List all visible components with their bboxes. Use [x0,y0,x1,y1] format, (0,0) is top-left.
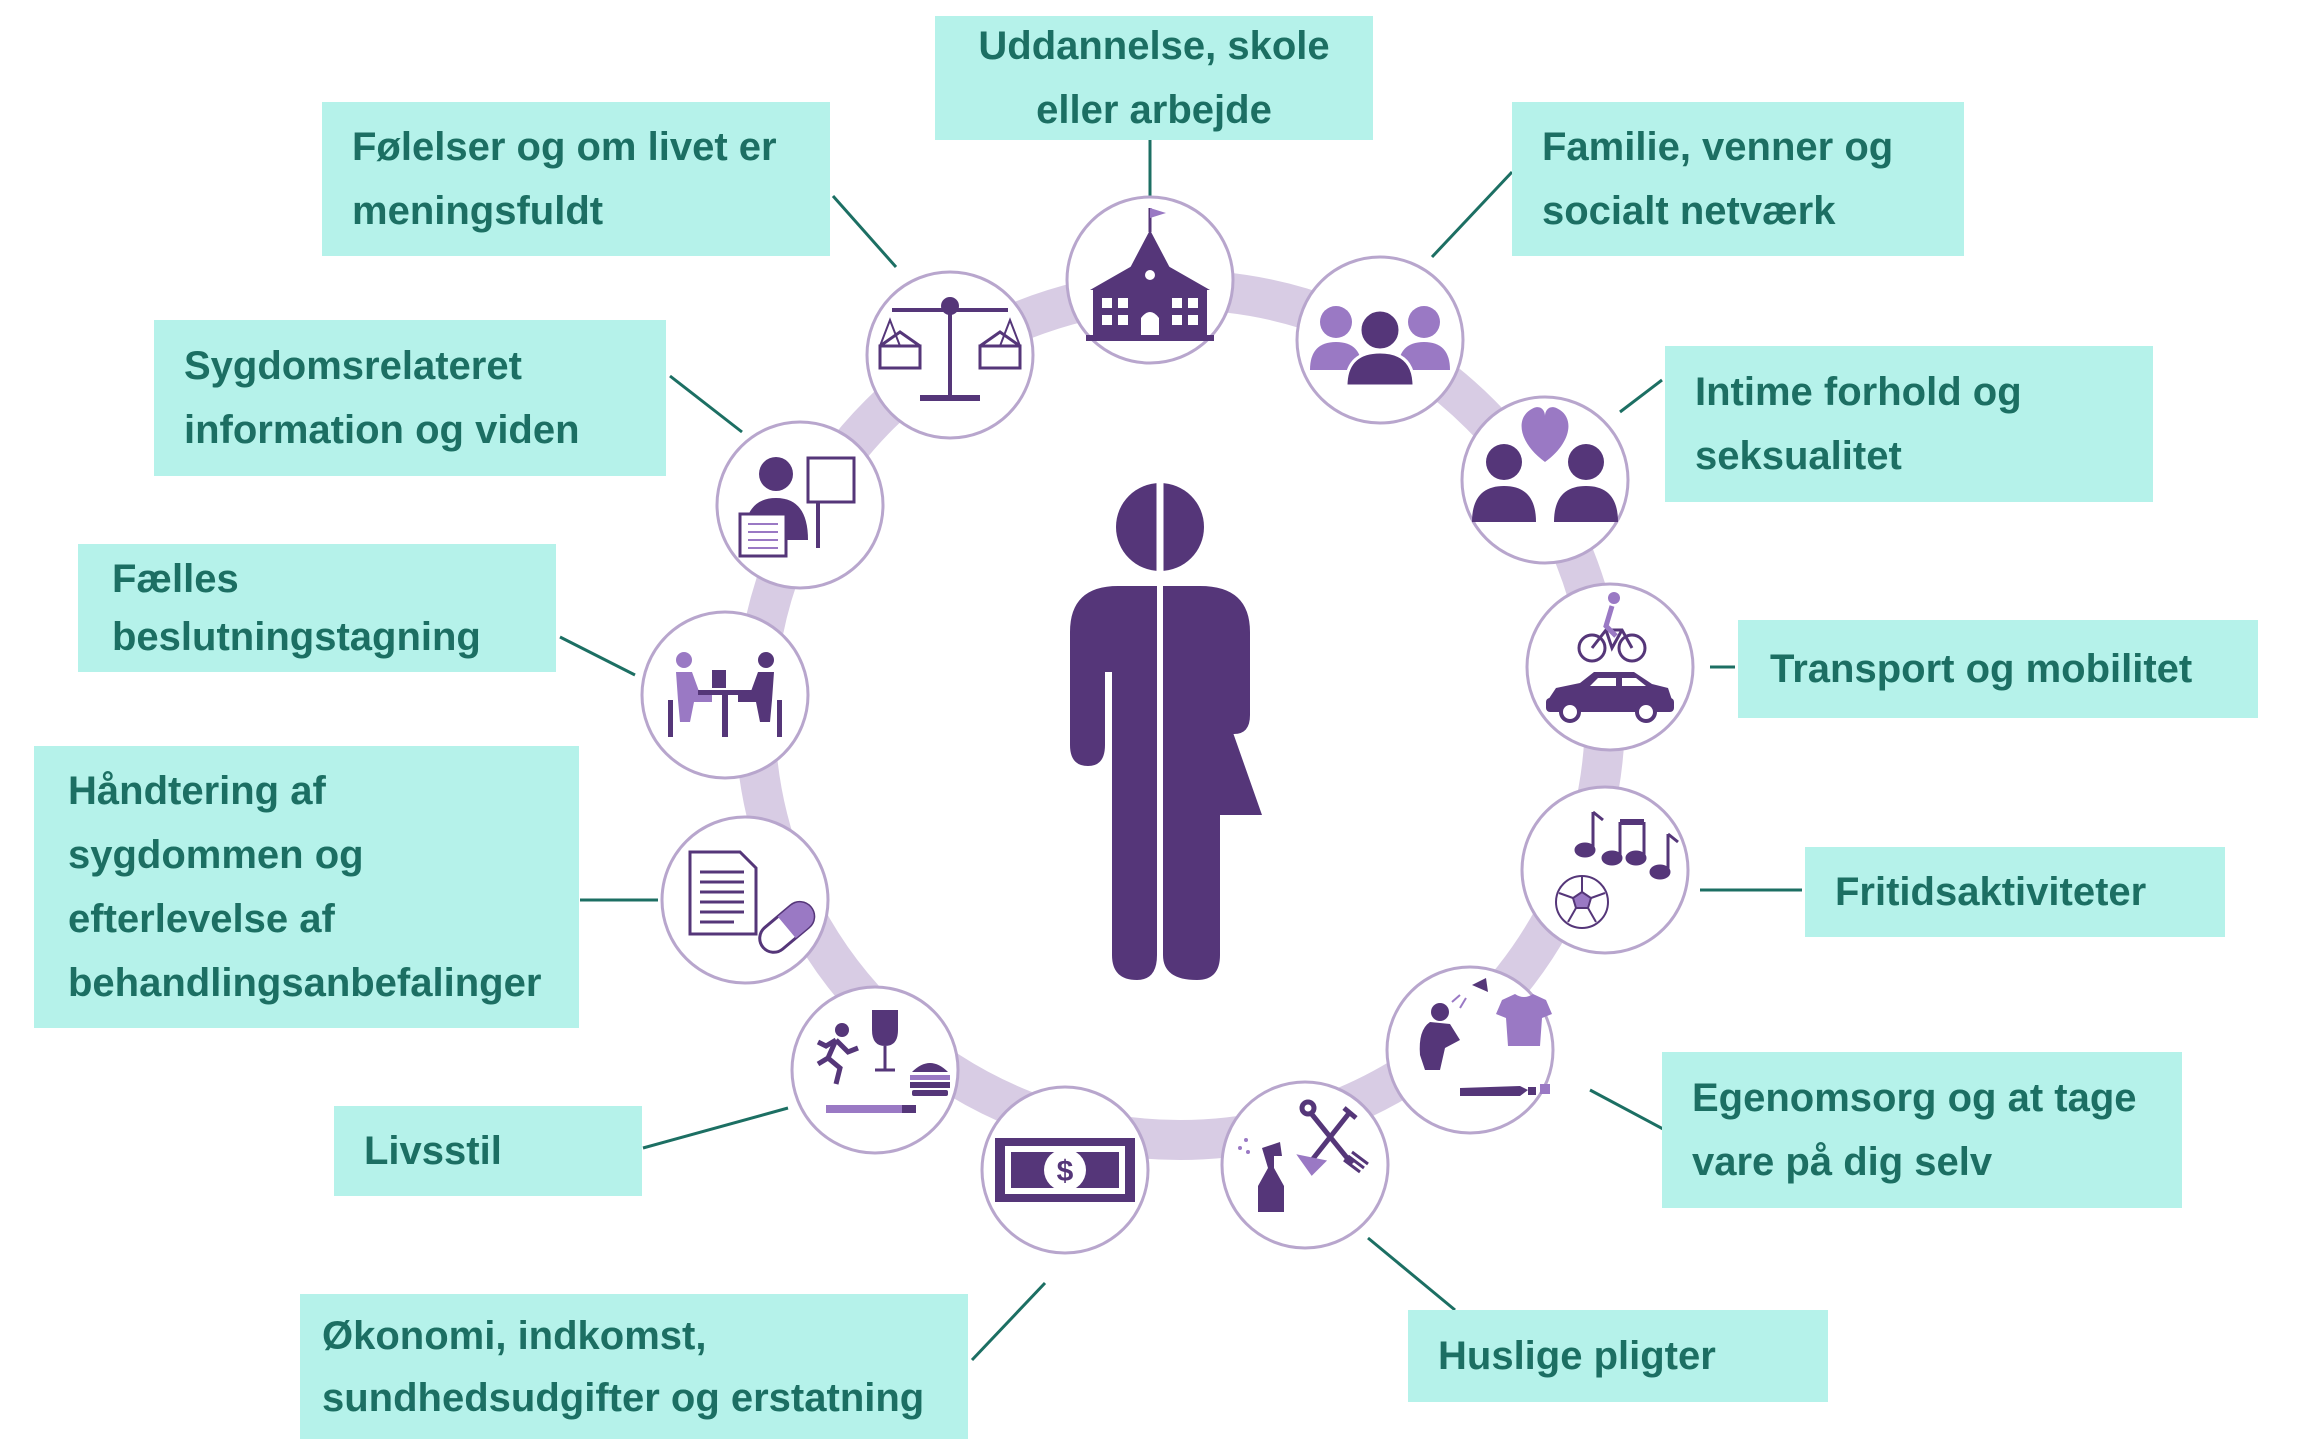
music-notes-icon [1574,810,1679,880]
wine-glass-icon [872,1010,898,1072]
node-faelles [640,610,810,780]
couple-with-heart-icon [1472,407,1618,522]
label-line: sygdommen og [68,833,364,877]
dollar-bill-icon: $ [995,1138,1135,1202]
group-of-people-icon [1310,306,1450,388]
node-uddannelse [1065,195,1235,365]
document-icon [688,850,758,936]
label-uddannelse: Uddannelse, skole eller arbejde [935,16,1373,140]
half-male-half-female-person-icon [1070,478,1262,980]
label-line: Familie, venner og [1542,125,1894,169]
node-transport [1525,582,1695,752]
meeting-at-table-icon [668,652,782,737]
label-familie: Familie, venner og socialt netværk [1512,102,1964,256]
pill-capsule-icon [758,900,816,954]
label-line: vare på dig selv [1692,1140,1993,1184]
balance-scale-icon [878,297,1022,401]
label-line: socialt netværk [1542,189,1836,233]
connector-livsstil [642,1106,789,1150]
label-line: Følelser og om livet er [352,125,777,169]
node-egenomsorg [1385,965,1555,1135]
label-huslige: Huslige pligter [1408,1310,1828,1402]
node-okonomi: $ [980,1085,1150,1255]
node-fritid [1520,785,1690,955]
toothpaste-icon [1460,1084,1550,1096]
label-line: eller arbejde [1036,88,1272,132]
school-building-icon [1086,208,1214,341]
node-intime [1460,395,1630,565]
svg-text:$: $ [1057,1155,1074,1188]
connector-familie [1430,170,1514,259]
label-line: Uddannelse, skole [978,24,1330,68]
soccer-ball-icon [1555,875,1609,929]
label-line: Transport og mobilitet [1770,647,2193,691]
label-livsstil: Livsstil [334,1106,642,1196]
tshirt-icon [1496,994,1552,1046]
label-intime: Intime forhold og seksualitet [1665,346,2153,502]
label-line: Egenomsorg og at tage [1692,1076,2137,1120]
label-folelser: Følelser og om livet er meningsfuldt [322,102,830,256]
nodes: $ [640,195,1695,1255]
node-livsstil [790,985,960,1155]
connector-sygdomsrelateret [669,374,743,434]
burger-icon [910,1063,950,1096]
connector-huslige [1367,1236,1456,1312]
label-faelles: Fælles beslutningstagning [78,544,556,672]
label-line: information og viden [184,408,580,452]
bicycle-rider-icon [1577,592,1647,663]
label-line: Intime forhold og [1695,370,2022,414]
garden-tools-icon [1296,1099,1369,1176]
connectors [559,140,1802,1362]
connector-egenomsorg [1589,1088,1666,1132]
node-haandtering [660,815,830,985]
label-line: behandlingsanbefalinger [68,961,542,1005]
label-line: Økonomi, indkomst, [322,1313,707,1358]
running-person-icon [816,1023,859,1085]
label-line: Fælles [112,557,239,601]
label-line: sundhedsudgifter og erstatning [322,1375,925,1420]
label-transport: Transport og mobilitet [1738,620,2258,718]
label-line: beslutningstagning [112,615,481,659]
node-huslige [1220,1080,1390,1250]
node-familie [1295,255,1465,425]
label-haandtering: Håndtering af sygdommen og efterlevelse … [34,746,579,1028]
label-line: Livsstil [364,1129,502,1173]
label-fritid: Fritidsaktiviteter [1805,847,2225,937]
cigarette-icon [826,1105,916,1113]
label-line: meningsfuldt [352,189,604,233]
label-line: efterlevelse af [68,897,335,941]
label-egenomsorg: Egenomsorg og at tage vare på dig selv [1662,1052,2182,1208]
connector-okonomi [970,1281,1047,1362]
spray-bottle-icon [1238,1138,1284,1212]
connector-folelser [831,195,898,268]
connector-faelles [559,635,636,677]
label-line: Sygdomsrelateret [184,344,522,388]
label-line: Fritidsaktiviteter [1835,870,2147,914]
label-line: Håndtering af [68,769,326,813]
label-sygdomsrelateret: Sygdomsrelateret information og viden [154,320,666,476]
node-sygdomsrelateret [715,420,885,590]
node-folelser [865,270,1035,440]
person-reading-board-icon [738,456,856,558]
label-okonomi: Økonomi, indkomst, sundhedsudgifter og e… [300,1294,968,1439]
shower-icon [1419,978,1488,1070]
label-line: Huslige pligter [1438,1334,1716,1378]
label-line: seksualitet [1695,434,1902,478]
car-icon [1546,672,1674,723]
connector-intime [1619,378,1663,414]
